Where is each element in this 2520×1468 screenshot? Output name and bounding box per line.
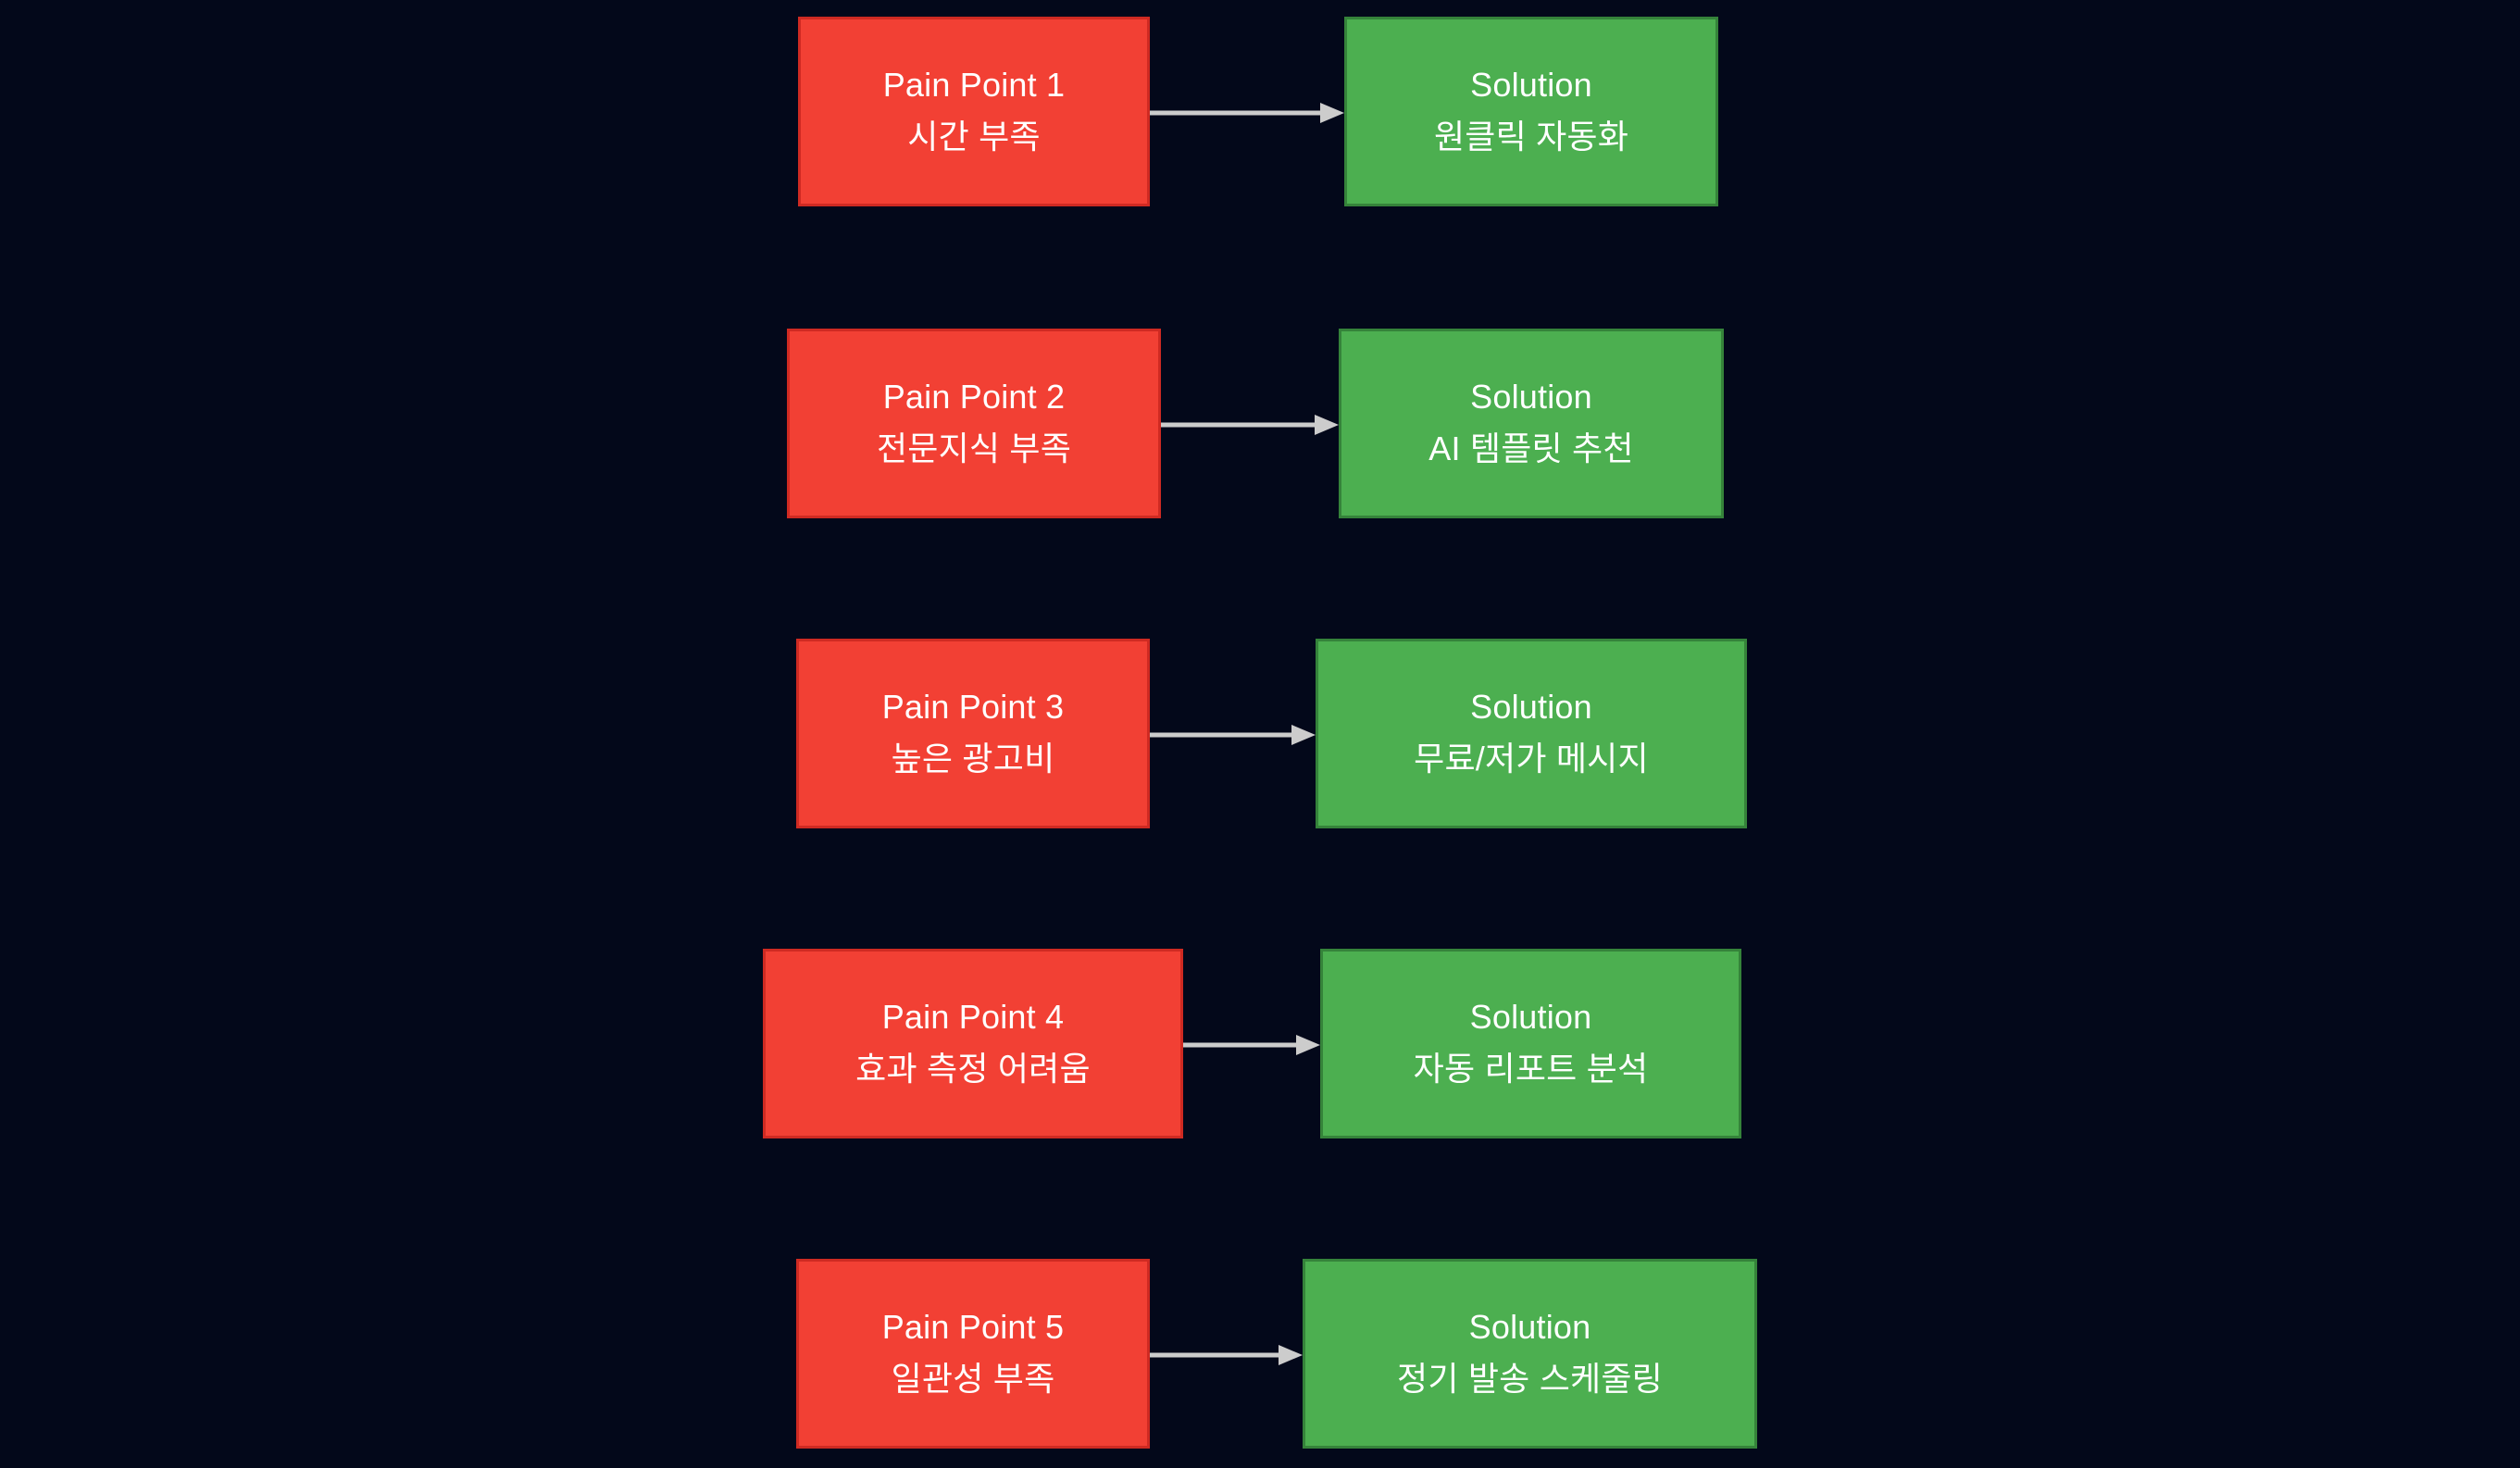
pain-point-title: Pain Point 3 [881, 688, 1065, 727]
solution-subtitle: 무료/저가 메시지 [1414, 740, 1649, 778]
solution-box[interactable]: Solution 자동 리포트 분석 [1320, 949, 1741, 1138]
pain-point-title: Pain Point 5 [881, 1308, 1065, 1347]
arrow-connector [1150, 102, 1344, 124]
pain-point-subtitle: 일관성 부족 [891, 1360, 1055, 1398]
pain-point-box[interactable]: Pain Point 1 시간 부족 [798, 17, 1150, 206]
pain-point-title: Pain Point 4 [881, 998, 1065, 1037]
solution-subtitle: AI 템플릿 추천 [1428, 429, 1634, 467]
solution-box[interactable]: Solution AI 템플릿 추천 [1339, 329, 1724, 518]
arrow-connector [1183, 1034, 1320, 1056]
solution-box[interactable]: Solution 무료/저가 메시지 [1316, 639, 1747, 828]
solution-title: Solution [1470, 378, 1592, 417]
solution-box[interactable]: Solution 원클릭 자동화 [1344, 17, 1718, 206]
pain-point-subtitle: 전문지식 부족 [876, 429, 1072, 467]
arrow-connector [1161, 414, 1339, 436]
pain-point-title: Pain Point 2 [882, 378, 1066, 417]
pain-point-box[interactable]: Pain Point 4 효과 측정 어려움 [763, 949, 1183, 1138]
arrow-connector [1150, 1344, 1303, 1366]
pain-point-subtitle: 효과 측정 어려움 [855, 1050, 1091, 1088]
solution-title: Solution [1469, 998, 1592, 1037]
solution-subtitle: 자동 리포트 분석 [1413, 1050, 1649, 1088]
pain-point-subtitle: 높은 광고비 [891, 740, 1055, 778]
pain-point-title: Pain Point 1 [882, 66, 1066, 105]
pain-point-box[interactable]: Pain Point 2 전문지식 부족 [787, 329, 1161, 518]
pain-point-subtitle: 시간 부족 [907, 118, 1041, 156]
arrow-connector [1150, 724, 1316, 746]
solution-subtitle: 정기 발송 스케줄링 [1397, 1360, 1663, 1398]
pain-point-box[interactable]: Pain Point 3 높은 광고비 [796, 639, 1150, 828]
solution-title: Solution [1468, 1308, 1591, 1347]
solution-subtitle: 원클릭 자동화 [1433, 118, 1629, 156]
solution-title: Solution [1470, 688, 1592, 727]
pain-point-box[interactable]: Pain Point 5 일관성 부족 [796, 1259, 1150, 1449]
solution-title: Solution [1470, 66, 1592, 105]
solution-box[interactable]: Solution 정기 발송 스케줄링 [1303, 1259, 1757, 1449]
